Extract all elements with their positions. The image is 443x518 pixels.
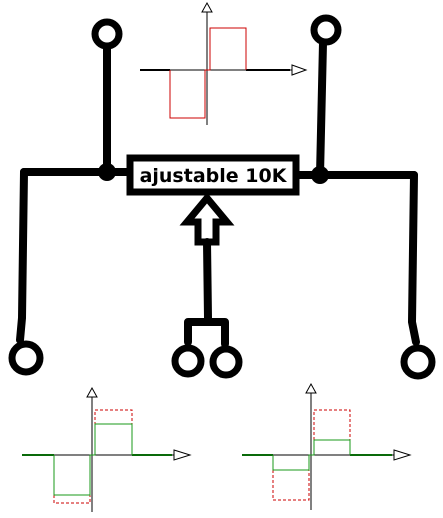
right-bottom-terminal: [400, 344, 436, 380]
right-junction-node: [311, 166, 329, 184]
output-left-waveform: [22, 386, 192, 512]
output-right-reference: [272, 409, 351, 501]
wiper-arrow-icon: [179, 192, 235, 246]
output-left-x-arrow: [173, 449, 192, 461]
output-left-signal: [53, 423, 133, 496]
center-left-terminal: [171, 344, 205, 378]
output-right-y-arrow: [305, 382, 317, 394]
right-outer-wire: [408, 171, 420, 346]
input-waveform-x-arrow: [291, 64, 308, 76]
right-top-wire: [316, 39, 327, 179]
left-top-terminal: [91, 18, 123, 50]
left-outer-wire: [16, 168, 28, 344]
input-waveform-signal: [169, 27, 247, 119]
wiper-split-wire: [184, 318, 229, 348]
output-right-signal: [272, 439, 351, 471]
wiper-wire: [203, 238, 212, 322]
input-waveform: [140, 1, 308, 125]
left-bottom-terminal: [8, 340, 44, 376]
output-right-waveform: [242, 382, 412, 510]
potentiometer-box: [126, 154, 300, 196]
potentiometer-label: ajustable 10K: [140, 165, 288, 187]
input-waveform-y-arrow: [201, 1, 213, 13]
right-top-terminal: [310, 14, 342, 46]
left-junction-node: [98, 163, 116, 181]
output-left-y-arrow: [86, 386, 98, 398]
output-right-x-arrow: [393, 449, 412, 461]
center-right-terminal: [209, 345, 243, 379]
